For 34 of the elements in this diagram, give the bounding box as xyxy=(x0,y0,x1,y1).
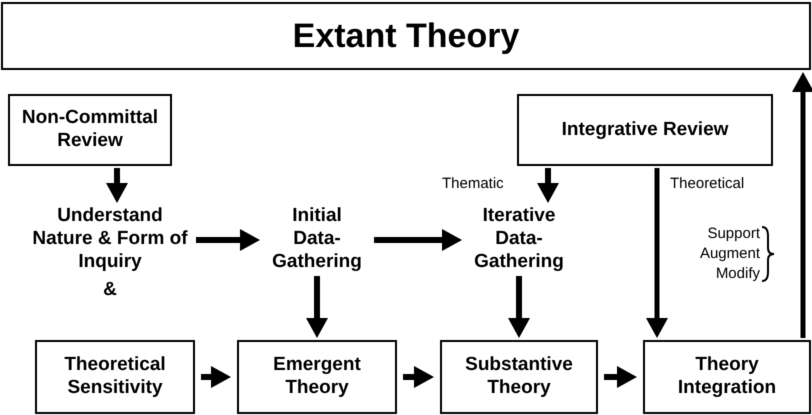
arrow xyxy=(374,229,462,251)
label-text: Support xyxy=(706,226,760,241)
step-text: Understand Nature & Form of Inquiry xyxy=(31,205,189,274)
arrow xyxy=(604,366,637,388)
label-text: Modify xyxy=(714,266,760,281)
box-label: Substantive Theory xyxy=(464,354,574,400)
step-text: Initial Data-Gathering xyxy=(271,205,363,274)
box-label: Theoretical Sensitivity xyxy=(63,354,167,400)
arrow xyxy=(646,168,668,338)
arrow xyxy=(106,168,128,203)
arrow xyxy=(196,229,260,251)
box-label: Integrative Review xyxy=(562,118,728,142)
process-box xyxy=(517,94,773,166)
title-box xyxy=(1,2,811,70)
box-label: Emergent Theory xyxy=(272,354,362,400)
step-text: Iterative Data-Gathering xyxy=(473,205,565,274)
arrow xyxy=(201,366,231,388)
arrow xyxy=(306,276,328,338)
process-box xyxy=(643,340,811,414)
edge-label: Thematic xyxy=(440,176,506,191)
arrow xyxy=(508,276,530,338)
process-box xyxy=(8,94,172,166)
label-text: & xyxy=(102,280,118,299)
arrow xyxy=(792,72,812,338)
process-box xyxy=(237,340,397,414)
label-text: Augment xyxy=(698,246,760,261)
edge-label: Theoretical xyxy=(668,176,746,191)
process-box xyxy=(35,340,195,414)
arrow xyxy=(537,168,559,203)
box-label: Extant Theory xyxy=(292,16,520,56)
arrow xyxy=(403,366,434,388)
box-label: Non-Committal Review xyxy=(20,107,160,153)
box-label: Theory Integration xyxy=(676,354,778,400)
process-box xyxy=(440,340,598,414)
